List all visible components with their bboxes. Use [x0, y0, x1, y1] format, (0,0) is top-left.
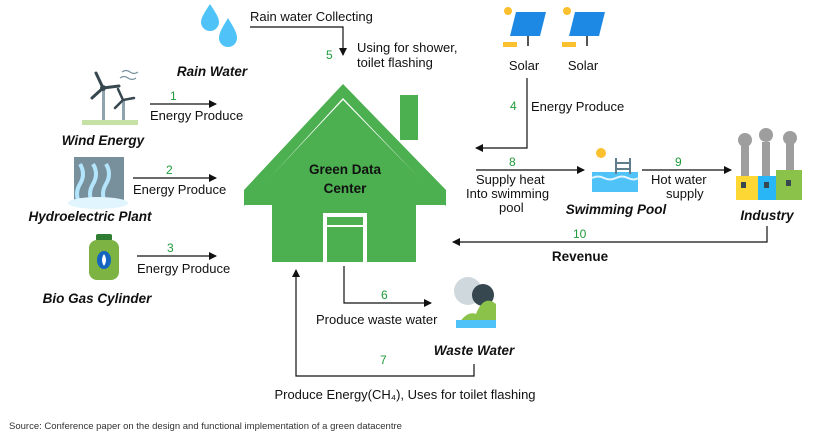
- flow-4-label: Energy Produce: [531, 99, 624, 114]
- flow-8-label-line3: pool: [499, 200, 524, 215]
- solar-label-2: Solar: [568, 58, 599, 73]
- solar-label-1: Solar: [509, 58, 540, 73]
- flow-8-number: 8: [509, 155, 516, 169]
- wind-turbine-icon: [82, 69, 139, 125]
- flow-6-arrow: [343, 266, 432, 307]
- hydroelectric-icon: [68, 157, 128, 209]
- flow-7-number: 7: [380, 353, 387, 367]
- flow-7-arrow: [292, 269, 475, 377]
- flow-2-label: Energy Produce: [133, 182, 226, 197]
- flow-2-number: 2: [166, 163, 173, 177]
- bio-gas-label: Bio Gas Cylinder: [43, 291, 153, 306]
- solar-panel-icon: [562, 7, 605, 47]
- flow-9-label-line2: supply: [666, 186, 704, 201]
- solar-panel-icon: [503, 7, 546, 47]
- wind-energy-label: Wind Energy: [62, 133, 146, 148]
- flow-1-number: 1: [170, 89, 177, 103]
- flow-10-number: 10: [573, 227, 587, 241]
- waste-water-label: Waste Water: [434, 343, 515, 358]
- green-data-center-house: [244, 84, 446, 262]
- flow-5-label-line1: Using for shower,: [357, 40, 457, 55]
- industry-label: Industry: [740, 208, 795, 223]
- flow-9-label-line1: Hot water: [651, 172, 707, 187]
- flow-4-number: 4: [510, 99, 517, 113]
- flow-5-arrow: [250, 26, 347, 56]
- flow-6-label: Produce waste water: [316, 312, 438, 327]
- flow-3-label: Energy Produce: [137, 261, 230, 276]
- flow-7-label: Produce Energy(CH₄), Uses for toilet fla…: [274, 387, 535, 402]
- rain-collect-label: Rain water Collecting: [250, 9, 373, 24]
- flow-8-label-line2: Into swimming: [466, 186, 549, 201]
- revenue-label: Revenue: [552, 249, 609, 264]
- flow-8-label-line1: Supply heat: [476, 172, 545, 187]
- flow-4-arrow: [475, 78, 528, 152]
- waste-water-icon: [454, 277, 496, 328]
- flow-10-arrow: [452, 226, 768, 246]
- gas-cylinder-icon: [89, 234, 119, 280]
- flow-6-number: 6: [381, 288, 388, 302]
- source-note: Source: Conference paper on the design a…: [9, 421, 402, 432]
- center-title-line2: Center: [324, 181, 368, 196]
- center-title-line1: Green Data: [309, 162, 382, 177]
- flow-9-number: 9: [675, 155, 682, 169]
- rain-drop-icon: [201, 4, 237, 47]
- rain-water-label: Rain Water: [177, 64, 248, 79]
- flow-1-label: Energy Produce: [150, 108, 243, 123]
- flow-5-label-line2: toilet flashing: [357, 55, 433, 70]
- swimming-pool-label: Swimming Pool: [566, 202, 667, 217]
- flow-3-number: 3: [167, 241, 174, 255]
- hydroelectric-label: Hydroelectric Plant: [28, 209, 152, 224]
- factory-icon: [736, 128, 802, 200]
- flow-5-number: 5: [326, 48, 333, 62]
- swimming-pool-icon: [591, 148, 639, 192]
